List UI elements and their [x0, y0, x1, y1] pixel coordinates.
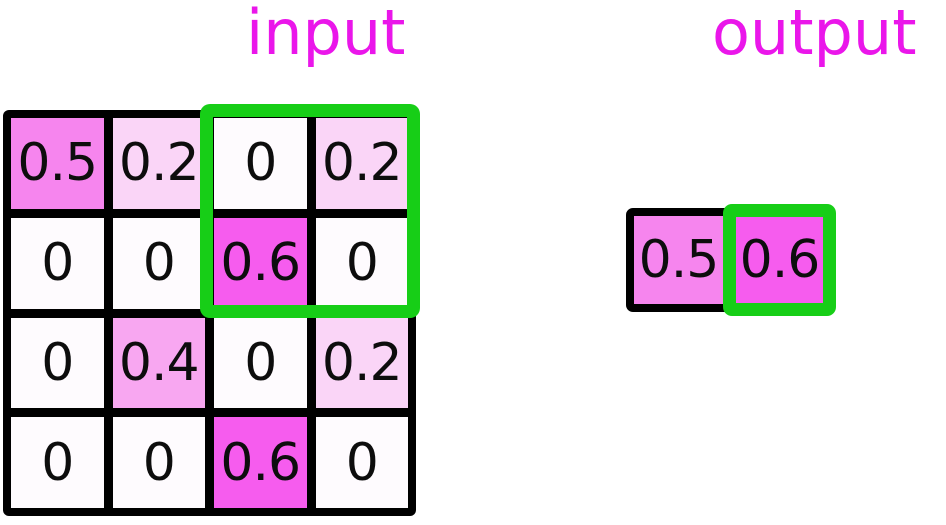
input-cell-r3c1: 0 [112, 417, 205, 508]
pooling-window-highlight [200, 104, 420, 318]
output-title: output [712, 0, 917, 69]
input-cell-r1c1: 0 [112, 217, 205, 309]
input-cell-r0c2: 0 [214, 118, 307, 209]
input-cell-r1c3: 0 [315, 217, 408, 309]
input-cell-r1c2: 0.6 [214, 217, 307, 309]
input-title: input [246, 0, 406, 69]
input-cell-r0c0: 0.5 [11, 118, 104, 209]
input-cell-r0c1: 0.2 [112, 118, 205, 209]
input-cell-r3c0: 0 [11, 417, 104, 508]
input-cell-r2c3: 0.2 [315, 317, 408, 409]
input-cell-r2c1: 0.4 [112, 317, 205, 409]
input-cell-r3c3: 0 [315, 417, 408, 508]
input-cell-r2c2: 0 [214, 317, 307, 409]
output-cell-1-highlighted: 0.6 [723, 204, 836, 316]
input-cell-r3c2: 0.6 [214, 417, 307, 508]
input-cell-r1c0: 0 [11, 217, 104, 309]
output-cell-0: 0.5 [626, 208, 731, 312]
input-cell-r2c0: 0 [11, 317, 104, 409]
input-cell-r0c3: 0.2 [315, 118, 408, 209]
